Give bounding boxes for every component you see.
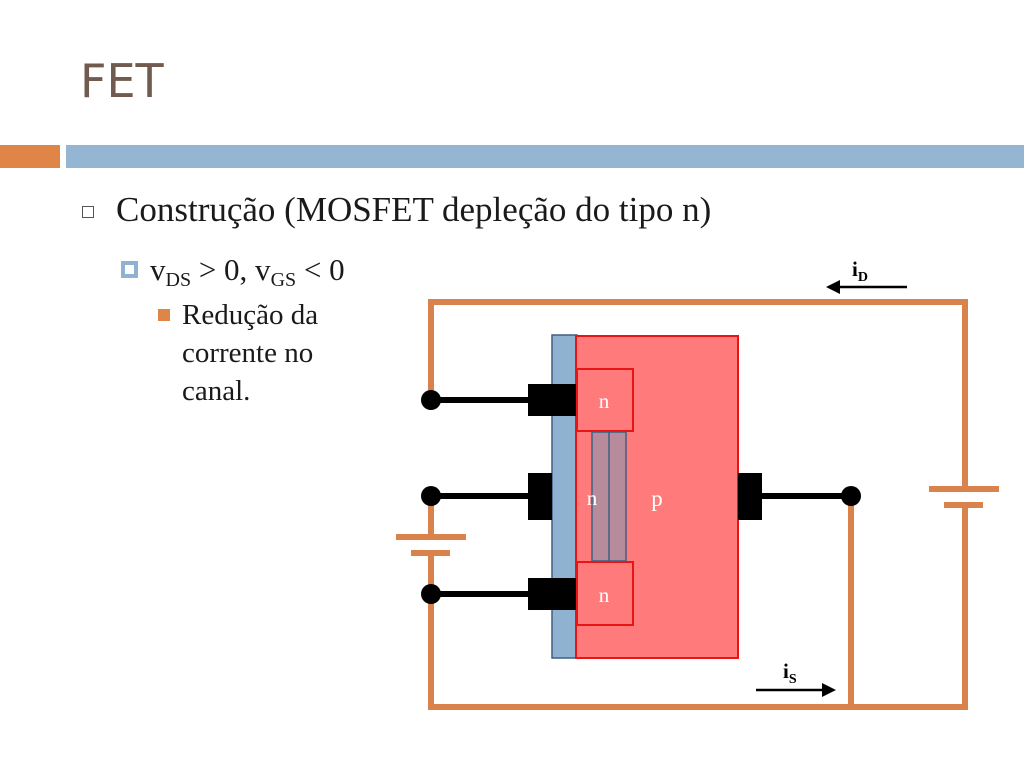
hollow-square-bullet-icon	[82, 206, 94, 218]
source-contact	[528, 578, 576, 610]
label-n-top: n	[599, 389, 610, 413]
body-contact	[738, 473, 762, 520]
source-terminal-dot	[421, 584, 441, 604]
gs-subscript: GS	[270, 269, 297, 291]
condition-end: < 0	[296, 252, 345, 287]
condition-middle: > 0, v	[191, 252, 271, 287]
bullet-level2-text: vDS > 0, vGS < 0	[150, 252, 345, 291]
bullet-level3-text: Redução da corrente no canal.	[182, 299, 319, 407]
slide-title: FET	[80, 54, 164, 108]
id-label: iD	[852, 257, 868, 285]
id-arrow-head-icon	[826, 280, 840, 294]
terminal-leads	[431, 397, 851, 597]
is-arrow-head-icon	[822, 683, 836, 697]
return-wire	[428, 507, 968, 710]
label-n-channel: n	[587, 486, 598, 510]
bullet-level1-text: Construção (MOSFET depleção do tipo n)	[116, 190, 712, 229]
gate-contact	[528, 473, 552, 520]
n-region-bottom	[576, 561, 634, 626]
v-ds-symbol: v	[150, 252, 166, 287]
drain-terminal-dot	[421, 390, 441, 410]
filled-square-bullet-icon	[158, 309, 170, 321]
circuit-wire	[428, 299, 968, 710]
n-region-top	[576, 368, 634, 432]
channel-remaining	[577, 432, 592, 561]
battery-vgs-icon	[396, 534, 466, 556]
header-accent-bar	[0, 145, 60, 168]
ds-subscript: DS	[165, 269, 192, 291]
drain-wire	[428, 299, 968, 488]
gate-terminal-dot	[421, 486, 441, 506]
label-p: p	[651, 486, 663, 511]
drain-contact	[528, 384, 576, 416]
battery-vds-icon	[929, 486, 999, 508]
label-n-bottom: n	[599, 583, 610, 607]
header-bar	[66, 145, 1024, 168]
framed-square-bullet-icon	[121, 261, 138, 278]
is-label: iS	[783, 659, 797, 687]
body-terminal-dot	[841, 486, 861, 506]
